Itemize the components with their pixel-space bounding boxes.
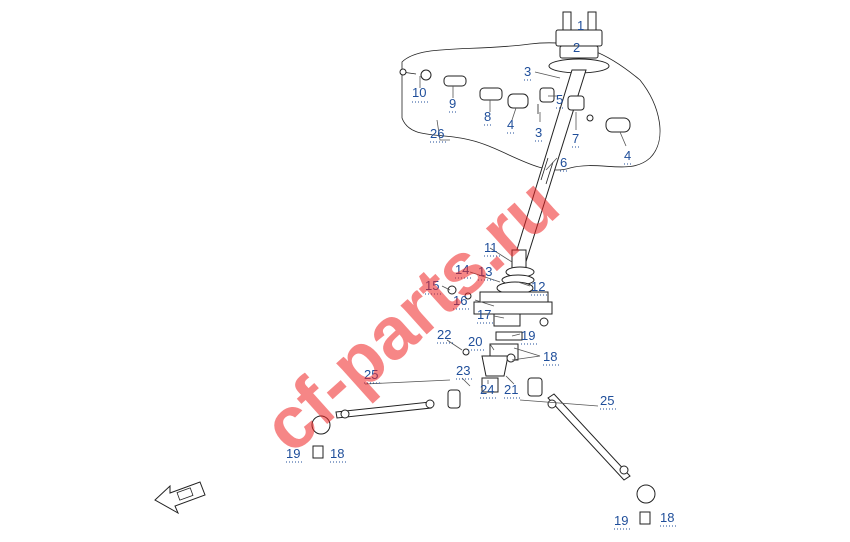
callout-25-right[interactable]: 25 [600,393,614,408]
callout-18-right[interactable]: 18 [660,510,674,525]
callout-19-right[interactable]: 19 [614,513,628,528]
callout-4-right[interactable]: 4 [624,148,631,163]
callout-2[interactable]: 2 [573,40,580,55]
callout-4-left[interactable]: 4 [507,117,514,132]
assembly-group-outline [401,42,661,171]
callout-9[interactable]: 9 [449,96,456,111]
tie-rod-left [311,389,461,459]
callout-14[interactable]: 14 [455,262,469,277]
callout-20[interactable]: 20 [468,334,482,349]
callout-16[interactable]: 16 [453,293,467,308]
part-callouts: 1 2 3 10 9 8 4 5 3 7 26 4 6 11 14 13 12 … [286,18,676,530]
callout-22[interactable]: 22 [437,327,451,342]
callout-15[interactable]: 15 [425,278,439,293]
callout-1[interactable]: 1 [577,18,584,33]
callout-7[interactable]: 7 [572,131,579,146]
watermark: cf-parts.ru [247,161,574,468]
callout-26[interactable]: 26 [430,126,444,141]
callout-21[interactable]: 21 [504,382,518,397]
callout-8[interactable]: 8 [484,109,491,124]
leader-lines [364,71,627,407]
column-bushings [399,68,631,133]
front-direction-arrow-icon [154,481,206,515]
callout-19-left[interactable]: 19 [286,446,300,461]
watermark-text: cf-parts.ru [247,161,574,468]
callout-18-mid[interactable]: 18 [543,349,557,364]
callout-12[interactable]: 12 [531,279,545,294]
pitman-arm [462,331,523,393]
callout-10[interactable]: 10 [412,85,426,100]
callout-24[interactable]: 24 [480,382,494,397]
callout-17[interactable]: 17 [477,307,491,322]
callout-19-mid[interactable]: 19 [521,328,535,343]
callout-3-lower[interactable]: 3 [535,125,542,140]
callout-6[interactable]: 6 [560,155,567,170]
callout-13[interactable]: 13 [478,264,492,279]
steering-column-top [548,11,610,74]
callout-11[interactable]: 11 [484,240,498,255]
callout-23[interactable]: 23 [456,363,470,378]
callout-3-upper[interactable]: 3 [524,64,531,79]
tie-rod-right [527,377,656,525]
steering-bearing-housing [447,266,553,327]
callout-25-left[interactable]: 25 [364,367,378,382]
callout-5[interactable]: 5 [556,92,563,107]
callout-18-left[interactable]: 18 [330,446,344,461]
